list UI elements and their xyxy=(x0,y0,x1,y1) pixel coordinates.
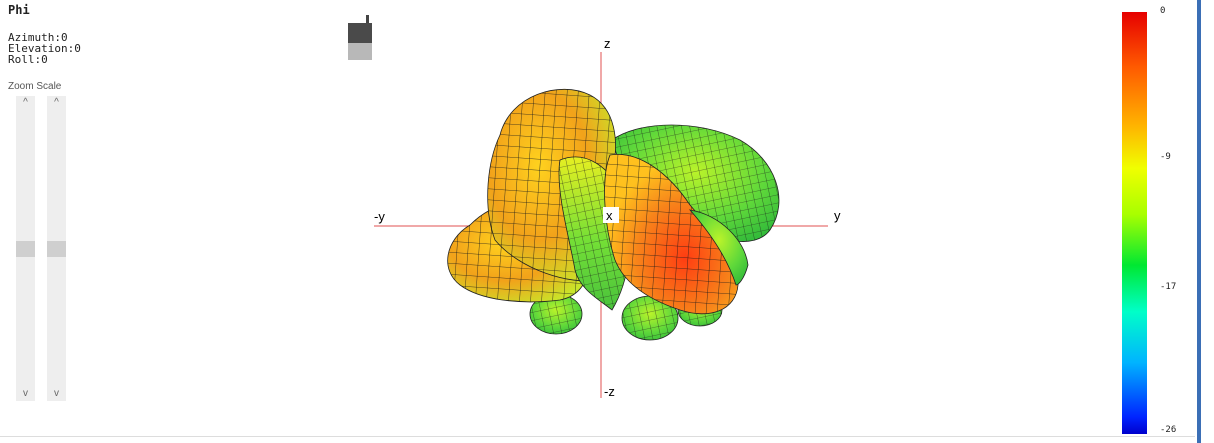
rear-green-lobe xyxy=(611,124,780,242)
colorbar-tick-label: -26 xyxy=(1160,425,1177,435)
bottom-divider xyxy=(0,436,1195,437)
right-band-lobe xyxy=(688,209,749,286)
neg-y-axis-label: -y xyxy=(374,209,385,224)
window-edge xyxy=(1197,0,1201,443)
colorbar-tick-label: 0 xyxy=(1160,6,1166,16)
z-axis-label: z xyxy=(604,36,611,51)
y-axis-label: y xyxy=(834,208,841,223)
azimuth-readout: Azimuth:0 xyxy=(8,31,68,44)
colorbar-tick-label: -9 xyxy=(1160,152,1171,163)
panel-title: Phi xyxy=(8,3,30,17)
phone-orientation-icon[interactable] xyxy=(348,15,372,61)
scale-down-arrow[interactable]: v xyxy=(54,388,59,399)
zoom-slider[interactable]: ^ v xyxy=(16,96,35,401)
scale-slider[interactable]: ^ v xyxy=(47,96,66,401)
scale-up-arrow[interactable]: ^ xyxy=(54,97,59,108)
colorbar-tick-label: -17 xyxy=(1160,281,1177,292)
zoom-scale-label: Zoom Scale xyxy=(8,81,62,92)
right-lobe xyxy=(604,153,739,315)
x-label-box xyxy=(603,207,619,223)
zoom-down-arrow[interactable]: v xyxy=(23,388,28,399)
neg-z-axis-label: -z xyxy=(604,384,615,399)
x-axis-label: x xyxy=(606,208,613,223)
colorbar xyxy=(1122,12,1147,434)
zoom-up-arrow[interactable]: ^ xyxy=(23,97,28,108)
zoom-slider-thumb[interactable] xyxy=(16,241,35,257)
roll-readout: Roll:0 xyxy=(8,53,48,66)
scale-slider-thumb[interactable] xyxy=(47,241,66,257)
elevation-readout: Elevation:0 xyxy=(8,42,81,55)
